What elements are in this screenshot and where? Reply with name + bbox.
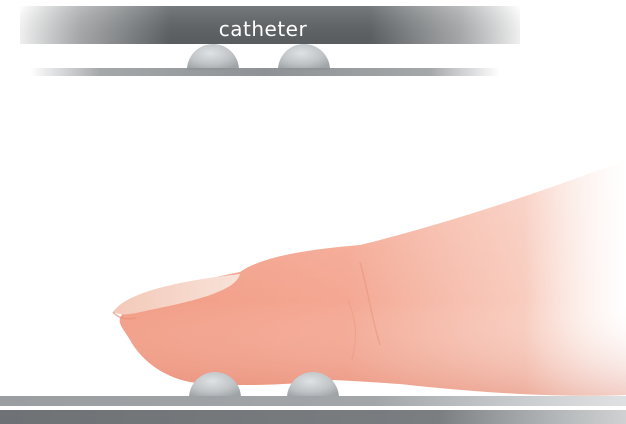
catheter-label: catheter bbox=[218, 17, 308, 41]
knuckle-crease bbox=[359, 261, 381, 346]
top-catheter bbox=[20, 6, 520, 124]
top-plate-shadow bbox=[30, 76, 500, 124]
catheter-band-shade bbox=[20, 6, 520, 44]
bottom-plate bbox=[0, 396, 626, 406]
electrode-dome-icon bbox=[287, 372, 339, 398]
electrode-dome-icon bbox=[187, 44, 239, 70]
top-plate bbox=[30, 68, 500, 76]
finger-shading bbox=[119, 160, 626, 396]
electrode-dome-icon bbox=[189, 372, 241, 398]
nail-edge bbox=[112, 311, 137, 320]
knuckle-crease bbox=[347, 299, 357, 361]
catheter-gap bbox=[20, 44, 520, 50]
bottom-catheter bbox=[0, 372, 626, 424]
electrode-dome-icon bbox=[278, 44, 330, 70]
fingernail bbox=[113, 274, 240, 315]
bottom-gap bbox=[0, 406, 626, 410]
finger-icon bbox=[112, 160, 626, 396]
bottom-band bbox=[0, 410, 626, 424]
